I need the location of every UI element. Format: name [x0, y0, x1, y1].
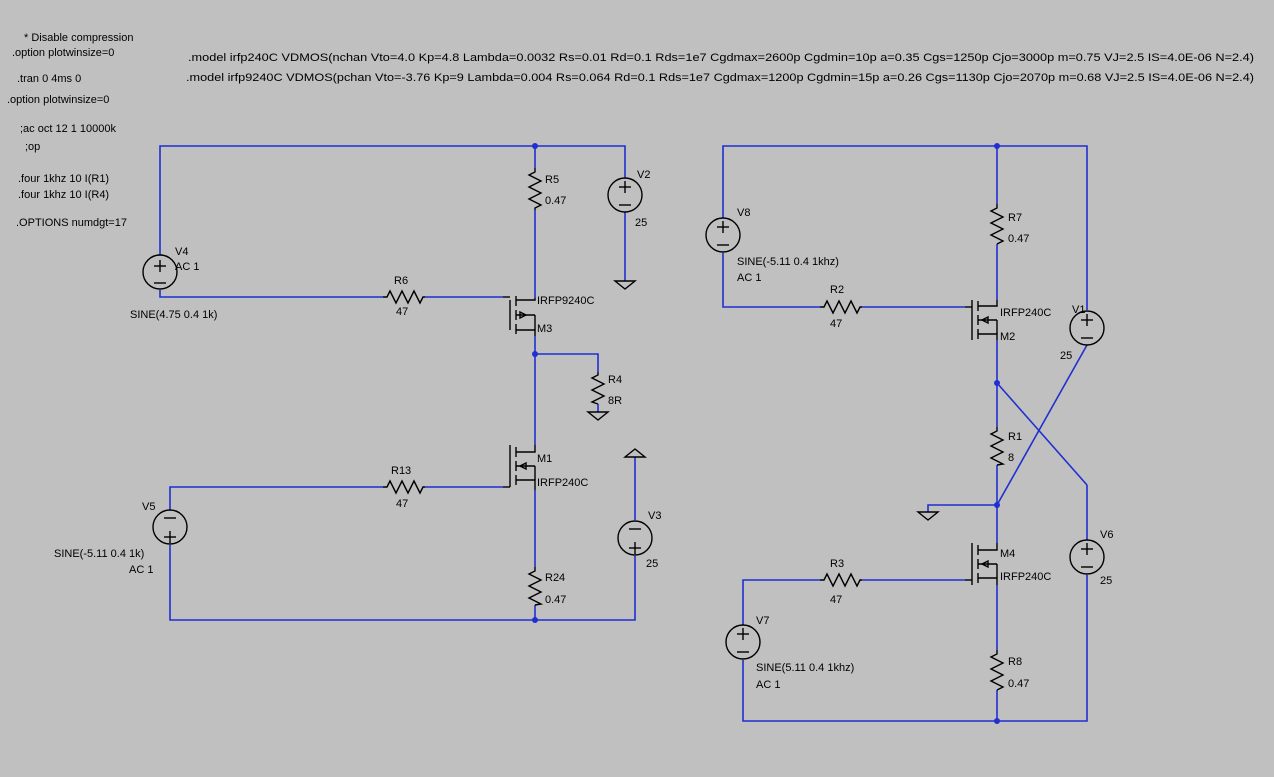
- voltage-source-v4[interactable]: [142, 254, 178, 290]
- r1-name: R1: [1008, 431, 1022, 443]
- junction-dot: [994, 143, 1000, 149]
- m2-name: M2: [1000, 331, 1015, 343]
- v5-ac: AC 1: [129, 564, 153, 576]
- v7-ac: AC 1: [756, 679, 780, 691]
- v4-ac: AC 1: [175, 261, 199, 273]
- v5-name: V5: [142, 501, 155, 513]
- resistor-r13[interactable]: [383, 479, 425, 495]
- r24-value: 0.47: [545, 594, 566, 606]
- directive-model-irfp9240c[interactable]: .model irfp9240C VDMOS(pchan Vto=-3.76 K…: [186, 72, 1254, 84]
- r6-name: R6: [394, 275, 408, 287]
- r2-name: R2: [830, 284, 844, 296]
- ground-icon: [623, 448, 647, 458]
- voltage-source-v8[interactable]: [705, 217, 741, 253]
- r5-name: R5: [545, 174, 559, 186]
- r3-name: R3: [830, 558, 844, 570]
- voltage-source-v5[interactable]: [152, 509, 188, 545]
- v4-value: SINE(4.75 0.4 1k): [130, 309, 217, 321]
- v8-value: SINE(-5.11 0.4 1khz): [737, 256, 839, 268]
- v7-name: V7: [756, 615, 769, 627]
- r8-name: R8: [1008, 656, 1022, 668]
- resistor-r7[interactable]: [989, 204, 1005, 245]
- voltage-source-v7[interactable]: [725, 624, 761, 660]
- ground-icon: [613, 280, 637, 290]
- directive-tran[interactable]: .tran 0 4ms 0: [17, 73, 81, 85]
- v1-name: V1: [1072, 304, 1085, 316]
- directive-model-irfp240c[interactable]: .model irfp240C VDMOS(nchan Vto=4.0 Kp=4…: [188, 52, 1254, 64]
- voltage-source-v3[interactable]: [617, 520, 653, 556]
- mosfet-m1[interactable]: [503, 445, 536, 490]
- resistor-r4[interactable]: [590, 372, 606, 405]
- v4-name: V4: [175, 246, 188, 258]
- mosfet-m3[interactable]: [503, 296, 536, 336]
- directive-op[interactable]: ;op: [25, 141, 40, 153]
- resistor-r1[interactable]: [989, 427, 1006, 466]
- v3-name: V3: [648, 510, 661, 522]
- r6-value: 47: [396, 306, 408, 318]
- junction-dot: [994, 718, 1000, 724]
- m4-model: IRFP240C: [1000, 571, 1051, 583]
- v8-name: V8: [737, 207, 750, 219]
- v5-value: SINE(-5.11 0.4 1k): [54, 548, 144, 560]
- ground-icon: [586, 411, 610, 421]
- m4-name: M4: [1000, 548, 1015, 560]
- m3-model: IRFP9240C: [537, 295, 595, 307]
- junction-dot: [994, 380, 1000, 386]
- v8-ac: AC 1: [737, 272, 761, 284]
- v2-name: V2: [637, 169, 650, 181]
- junction-dot: [532, 351, 538, 357]
- r8-value: 0.47: [1008, 678, 1029, 690]
- junction-dot: [532, 143, 538, 149]
- directive-plotwinsize-1[interactable]: .option plotwinsize=0: [12, 47, 114, 59]
- mosfet-m4[interactable]: [965, 543, 998, 585]
- directive-disable-compression[interactable]: * Disable compression: [24, 32, 133, 44]
- voltage-source-v1[interactable]: [1069, 310, 1105, 346]
- r3-value: 47: [830, 594, 842, 606]
- directive-four-r1[interactable]: .four 1khz 10 I(R1): [18, 173, 109, 185]
- v2-value: 25: [635, 217, 647, 229]
- voltage-source-v2[interactable]: [607, 177, 643, 213]
- r13-name: R13: [391, 465, 411, 477]
- resistor-r24[interactable]: [527, 567, 544, 606]
- junction-dot: [994, 502, 1000, 508]
- v6-name: V6: [1100, 529, 1113, 541]
- resistor-r3[interactable]: [820, 572, 862, 588]
- r4-value: 8R: [608, 395, 622, 407]
- r2-value: 47: [830, 318, 842, 330]
- resistor-r8[interactable]: [989, 650, 1005, 691]
- m1-model: IRFP240C: [537, 477, 588, 489]
- junction-dot: [532, 617, 538, 623]
- ground-icon: [916, 511, 940, 521]
- r7-value: 0.47: [1008, 233, 1029, 245]
- m1-name: M1: [537, 453, 552, 465]
- r7-name: R7: [1008, 212, 1022, 224]
- v3-value: 25: [646, 558, 658, 570]
- r5-value: 0.47: [545, 195, 566, 207]
- directive-four-r4[interactable]: .four 1khz 10 I(R4): [18, 189, 109, 201]
- mosfet-m2[interactable]: [965, 300, 998, 340]
- v6-value: 25: [1100, 575, 1112, 587]
- r4-name: R4: [608, 374, 622, 386]
- voltage-source-v6[interactable]: [1069, 539, 1105, 575]
- v7-value: SINE(5.11 0.4 1khz): [756, 662, 854, 674]
- resistor-r5[interactable]: [527, 168, 543, 210]
- r24-name: R24: [545, 572, 565, 584]
- r13-value: 47: [396, 498, 408, 510]
- resistor-r6[interactable]: [383, 289, 425, 305]
- r1-value: 8: [1008, 452, 1014, 464]
- v1-value: 25: [1060, 350, 1072, 362]
- m2-model: IRFP240C: [1000, 307, 1051, 319]
- directive-ac[interactable]: ;ac oct 12 1 10000k: [20, 123, 117, 135]
- resistor-r2[interactable]: [820, 299, 862, 315]
- directive-numdgt[interactable]: .OPTIONS numdgt=17: [16, 217, 127, 229]
- m3-name: M3: [537, 323, 552, 335]
- directive-plotwinsize-2[interactable]: .option plotwinsize=0: [7, 94, 109, 106]
